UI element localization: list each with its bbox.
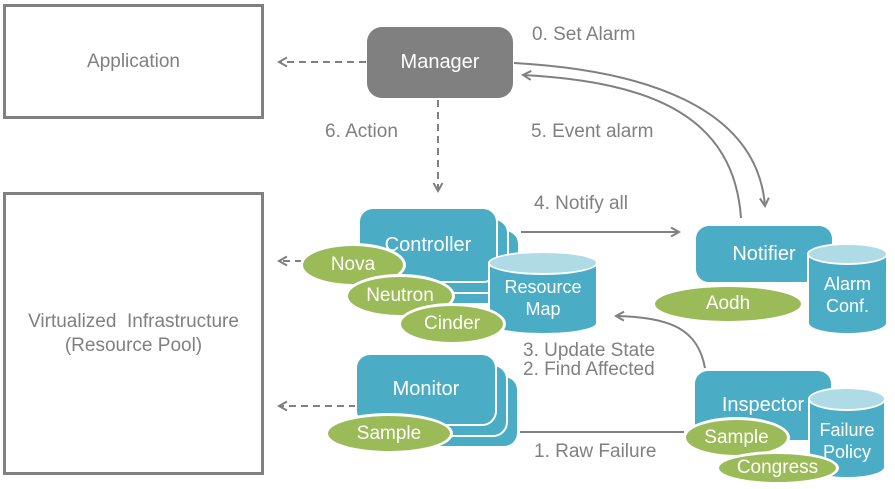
neutron-label: Neutron [366, 285, 434, 306]
monitor-label: Monitor [392, 378, 460, 400]
controller-label: Controller [384, 233, 472, 256]
failure-policy-cylinder-top [808, 387, 886, 411]
manager-box: Manager [367, 27, 513, 98]
failure-policy-label: Failure Policy [819, 420, 875, 462]
arrow-inspector-to-resource-map [613, 310, 706, 369]
inspector-sample-label: Sample [704, 426, 769, 448]
label-event-alarm: 5. Event alarm [531, 121, 654, 142]
virtualized-infrastructure-label-line1: Virtualized Infrastructure [28, 310, 239, 332]
label-find-affected: 2. Find Affected [523, 359, 655, 380]
neutron-ellipse: Neutron [345, 274, 455, 318]
application-box: Application [3, 4, 264, 119]
resource-map-cylinder-top [488, 251, 598, 275]
congress-ellipse: Congress [716, 451, 839, 485]
aodh-ellipse: Aodh [652, 284, 804, 324]
resource-map-label: Resource Map [504, 277, 582, 319]
aodh-label: Aodh [705, 293, 751, 314]
monitor-sample-ellipse: Sample [325, 413, 453, 454]
nova-label: Nova [330, 254, 376, 275]
virtualized-infrastructure-label-line2: (Resource Pool) [64, 334, 203, 356]
cinder-ellipse: Cinder [398, 303, 506, 345]
virtualized-infrastructure-box: Virtualized Infrastructure (Resource Poo… [3, 192, 264, 475]
congress-label: Congress [736, 457, 819, 478]
label-set-alarm: 0. Set Alarm [532, 24, 636, 45]
label-notify-all: 4. Notify all [534, 193, 628, 214]
resource-map-cylinder: Resource Map [488, 251, 598, 335]
arrow-set-alarm-manager-to-notifier [513, 62, 770, 209]
manager-label: Manager [400, 51, 480, 73]
alarm-conf-label: Alarm Conf. [823, 274, 871, 316]
notifier-label: Notifier [732, 242, 796, 265]
alarm-conf-cylinder: Alarm Conf. [807, 243, 888, 335]
label-raw-failure: 1. Raw Failure [534, 441, 657, 462]
alarm-conf-cylinder-top [807, 243, 888, 265]
resource-map-cylinder-body [488, 263, 598, 335]
label-action: 6. Action [325, 121, 398, 142]
monitor-sample-label: Sample [356, 422, 422, 444]
label-update-state: 3. Update State [523, 340, 656, 361]
arrow-event-alarm-notifier-to-manager [520, 70, 742, 219]
inspector-label: Inspector [721, 394, 805, 416]
cinder-label: Cinder [424, 313, 480, 334]
application-label: Application [87, 50, 180, 72]
alarm-conf-cylinder-body [807, 254, 888, 335]
